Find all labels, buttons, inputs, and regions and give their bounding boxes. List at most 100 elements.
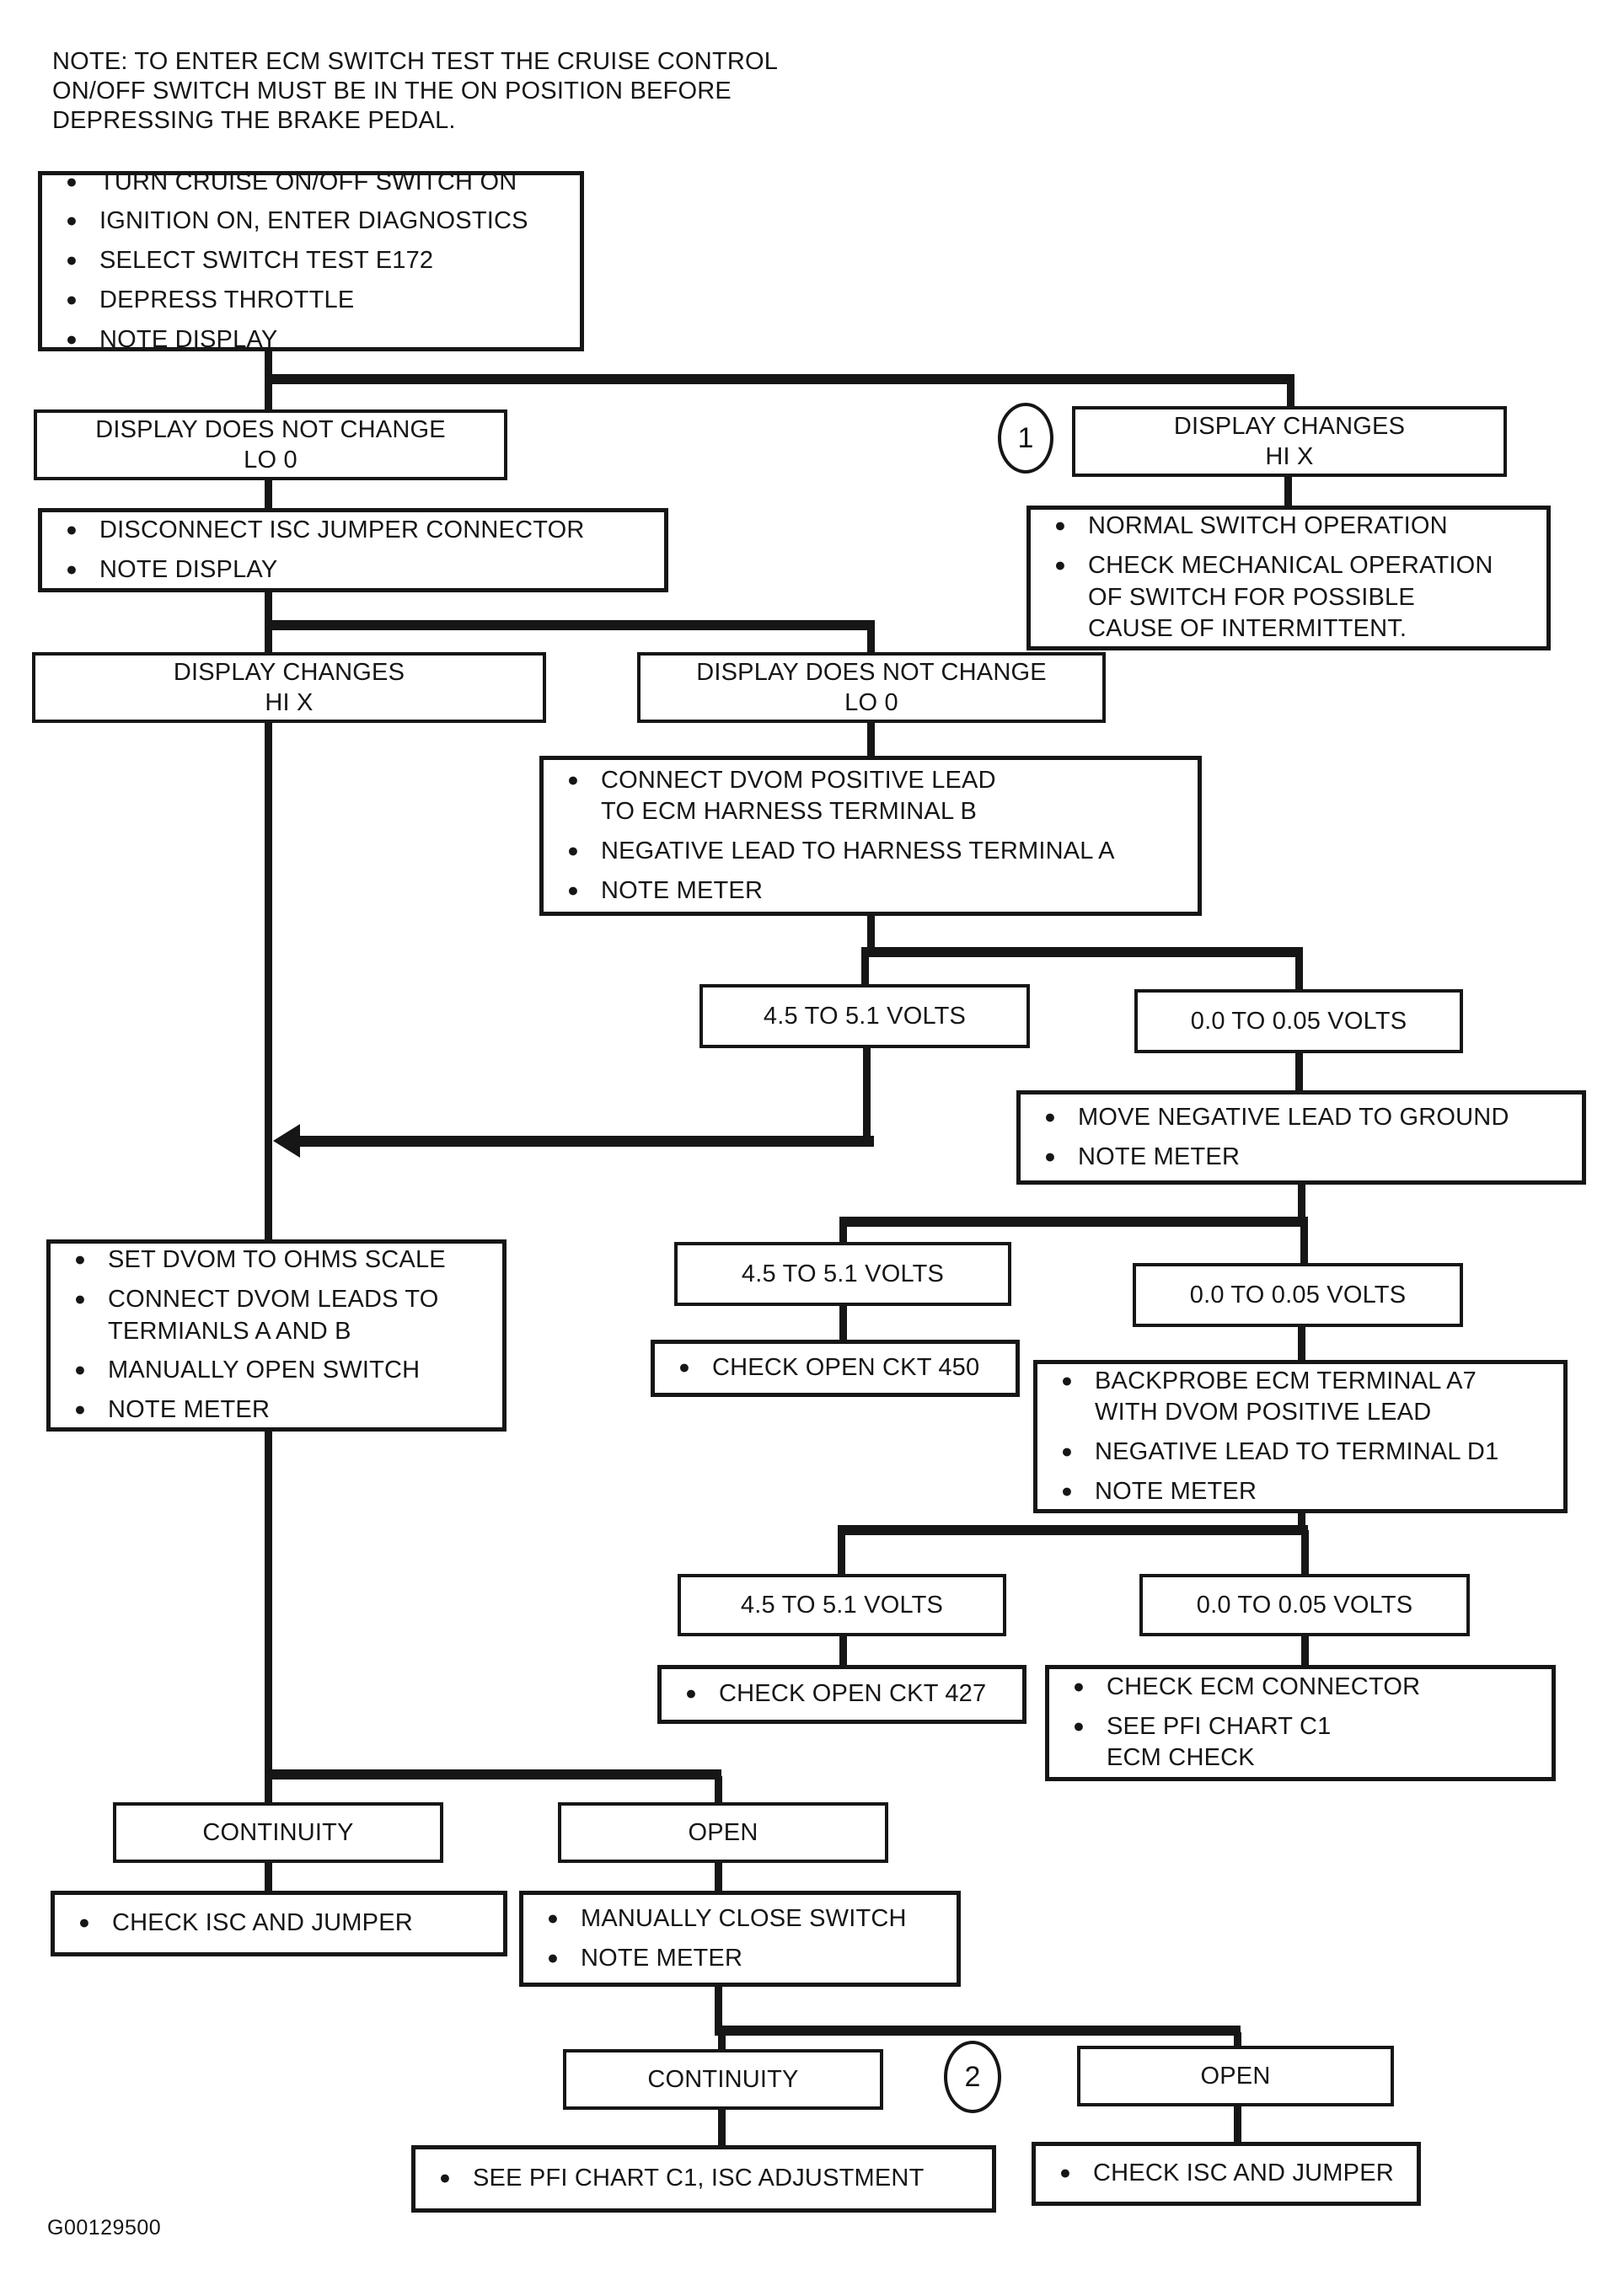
flow-line	[867, 721, 875, 756]
bullet-item: NOTE DISPLAY	[59, 554, 647, 586]
flow-line	[839, 1222, 847, 1244]
flow-line	[265, 627, 272, 652]
node-continuity-2: CONTINUITY	[563, 2049, 883, 2110]
node-check-ecm-connector: CHECK ECM CONNECTOR SEE PFI CHART C1 ECM…	[1045, 1665, 1556, 1781]
node-display-changes-1: DISPLAY CHANGES HI X	[1072, 406, 1507, 477]
flow-line	[265, 1769, 721, 1780]
bullet-item: MANUALLY OPEN SWITCH	[67, 1355, 485, 1387]
flow-line	[1234, 2106, 1241, 2142]
node-set-dvom-ohms: SET DVOM TO OHMS SCALE CONNECT DVOM LEAD…	[46, 1239, 507, 1432]
bullet-item: SELECT SWITCH TEST E172	[59, 245, 563, 277]
bullet-item: BACKPROBE ECM TERMINAL A7 WITH DVOM POSI…	[1054, 1366, 1546, 1429]
flow-line	[1300, 1222, 1308, 1263]
flow-line	[1295, 1053, 1303, 1090]
bullet-item: SEE PFI CHART C1, ISC ADJUSTMENT	[432, 2163, 975, 2195]
node-display-does-not-change-2: DISPLAY DOES NOT CHANGE LO 0	[637, 652, 1106, 723]
note-text: NOTE: TO ENTER ECM SWITCH TEST THE CRUIS…	[52, 48, 779, 134]
flow-line	[863, 1048, 871, 1143]
figure-id-label: G00129500	[47, 2216, 162, 2240]
node-open-1: OPEN	[558, 1802, 888, 1863]
flow-line	[838, 1530, 845, 1574]
flow-line	[265, 374, 1294, 384]
flow-line	[1295, 952, 1303, 989]
flow-line	[265, 379, 272, 409]
flow-line	[1298, 1185, 1305, 1220]
bullet-item: NEGATIVE LEAD TO HARNESS TERMINAL A	[560, 836, 1181, 868]
flow-line	[867, 627, 875, 652]
bullet-item: NOTE METER	[1054, 1476, 1546, 1508]
flow-line	[265, 1776, 272, 1802]
node-volts-4-5-to-5-1-c: 4.5 TO 5.1 VOLTS	[678, 1574, 1006, 1636]
flow-line	[839, 1635, 847, 1665]
bullet-item: CHECK MECHANICAL OPERATION OF SWITCH FOR…	[1048, 550, 1530, 645]
bullet-item: CHECK OPEN CKT 450	[672, 1352, 999, 1384]
flow-line-left-spine	[265, 721, 272, 1239]
node-check-open-ckt-450: CHECK OPEN CKT 450	[651, 1340, 1020, 1397]
bullet-item: CONNECT DVOM LEADS TO TERMIANLS A AND B	[67, 1284, 485, 1347]
flow-line	[715, 1776, 722, 1802]
bullet-item: TURN CRUISE ON/OFF SWITCH ON	[59, 167, 563, 199]
bullet-item: MANUALLY CLOSE SWITCH	[540, 1903, 940, 1935]
flow-line	[1298, 1325, 1305, 1360]
node-normal-switch-operation: NORMAL SWITCH OPERATION CHECK MECHANICAL…	[1026, 506, 1551, 650]
node-backprobe-ecm-terminal: BACKPROBE ECM TERMINAL A7 WITH DVOM POSI…	[1033, 1360, 1568, 1513]
node-check-isc-and-jumper-2: CHECK ISC AND JUMPER	[1032, 2142, 1421, 2206]
node-volts-4-5-to-5-1-b: 4.5 TO 5.1 VOLTS	[674, 1242, 1011, 1306]
callout-2-circle: 2	[944, 2041, 1001, 2113]
bullet-item: DEPRESS THROTTLE	[59, 285, 563, 317]
bullet-item: NOTE METER	[540, 1943, 940, 1975]
bullet-item: CHECK OPEN CKT 427	[678, 1678, 1005, 1710]
flow-line	[265, 620, 875, 630]
flow-line	[265, 1861, 272, 1891]
flow-line	[718, 2032, 726, 2049]
flow-line	[265, 479, 272, 508]
flow-line	[839, 1304, 847, 1340]
bullet-item: CHECK ECM CONNECTOR	[1066, 1672, 1535, 1704]
flow-line	[265, 591, 272, 624]
bullet-item: NOTE METER	[67, 1394, 485, 1426]
node-continuity-1: CONTINUITY	[113, 1802, 443, 1863]
node-disconnect-isc-jumper: DISCONNECT ISC JUMPER CONNECTOR NOTE DIS…	[38, 508, 668, 592]
flow-line	[715, 1987, 722, 2031]
flow-line	[1298, 1512, 1305, 1530]
bullet-item: CHECK ISC AND JUMPER	[1053, 2158, 1400, 2190]
flow-line	[1301, 1635, 1309, 1665]
flow-line	[1301, 1530, 1309, 1574]
node-volts-0-0-to-0-05-b: 0.0 TO 0.05 VOLTS	[1133, 1263, 1463, 1327]
bullet-item: NOTE METER	[1037, 1142, 1565, 1174]
bullet-item: NOTE METER	[560, 875, 1181, 907]
flow-line	[861, 947, 1303, 957]
bullet-item: SET DVOM TO OHMS SCALE	[67, 1244, 485, 1276]
arrow-left-icon	[273, 1124, 300, 1158]
bullet-item: DISCONNECT ISC JUMPER CONNECTOR	[59, 515, 647, 547]
node-display-changes-2: DISPLAY CHANGES HI X	[32, 652, 546, 723]
bullet-item: NORMAL SWITCH OPERATION	[1048, 511, 1530, 543]
node-check-open-ckt-427: CHECK OPEN CKT 427	[657, 1665, 1026, 1724]
bullet-item: CONNECT DVOM POSITIVE LEAD TO ECM HARNES…	[560, 765, 1181, 828]
flow-line	[1284, 474, 1292, 506]
node-volts-0-0-to-0-05-c: 0.0 TO 0.05 VOLTS	[1139, 1574, 1470, 1636]
flow-line-return-arrow	[295, 1136, 874, 1147]
flow-line	[867, 916, 875, 951]
node-start: TURN CRUISE ON/OFF SWITCH ON IGNITION ON…	[38, 169, 584, 353]
flow-line	[1234, 2032, 1241, 2046]
flow-line	[715, 1861, 722, 1891]
bullet-item: NOTE DISPLAY	[59, 324, 563, 356]
flow-line-left-spine	[265, 1430, 272, 1774]
node-connect-dvom-leads: CONNECT DVOM POSITIVE LEAD TO ECM HARNES…	[539, 756, 1202, 916]
bullet-item: MOVE NEGATIVE LEAD TO GROUND	[1037, 1102, 1565, 1134]
node-manually-close-switch: MANUALLY CLOSE SWITCH NOTE METER	[519, 1891, 961, 1987]
node-display-does-not-change-1: DISPLAY DOES NOT CHANGE LO 0	[34, 409, 507, 480]
bullet-item: NEGATIVE LEAD TO TERMINAL D1	[1054, 1437, 1546, 1469]
node-check-isc-and-jumper-1: CHECK ISC AND JUMPER	[51, 1891, 507, 1956]
node-volts-4-5-to-5-1-a: 4.5 TO 5.1 VOLTS	[699, 984, 1030, 1048]
flow-line	[1287, 379, 1294, 406]
bullet-item: IGNITION ON, ENTER DIAGNOSTICS	[59, 206, 563, 238]
flow-line	[265, 350, 272, 378]
flow-line	[838, 1525, 1308, 1535]
flow-line	[839, 1217, 1308, 1227]
node-see-pfi-chart-c1-isc-adjustment: SEE PFI CHART C1, ISC ADJUSTMENT	[411, 2145, 996, 2213]
bullet-item: CHECK ISC AND JUMPER	[72, 1908, 486, 1940]
node-move-negative-lead: MOVE NEGATIVE LEAD TO GROUND NOTE METER	[1016, 1090, 1586, 1185]
flow-line	[861, 952, 869, 984]
